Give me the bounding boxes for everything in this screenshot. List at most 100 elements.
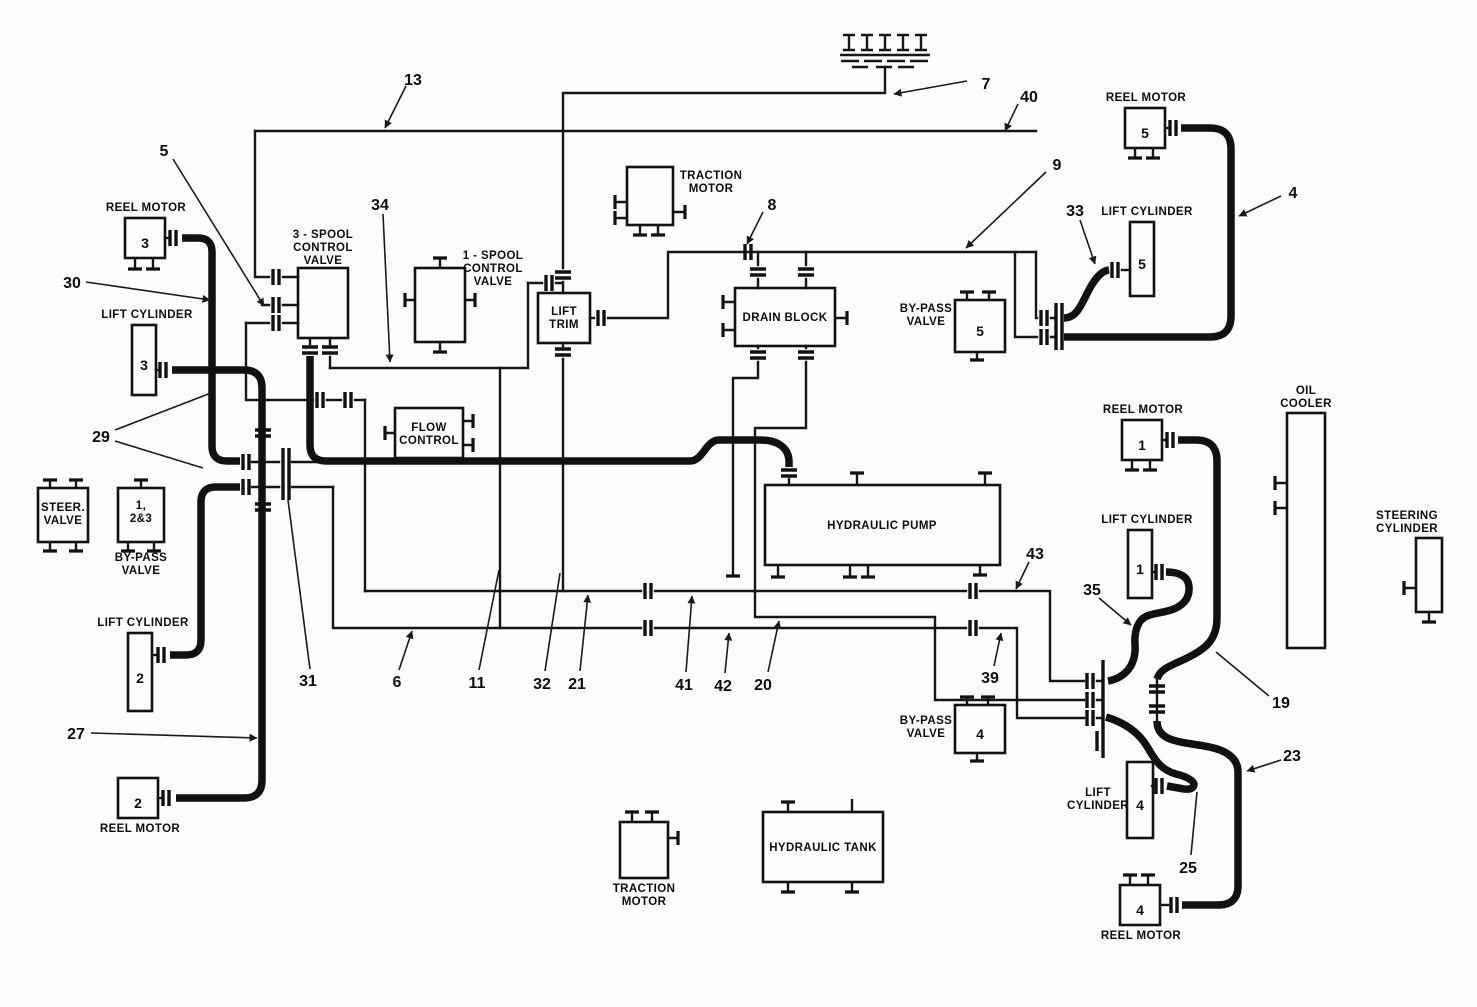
ref-label-41: 41 [675, 595, 696, 694]
hydraulic-tank-inside: HYDRAULIC TANK [769, 842, 877, 854]
ref-label-6: 6 [393, 630, 414, 691]
hose-lift-cylinder-4 [1104, 713, 1198, 793]
lift-cylinder-2-number: 2 [136, 670, 144, 686]
ref-label-7: 7 [893, 76, 991, 97]
ref-label-13: 13 [384, 72, 422, 129]
hydraulic-pump-box [763, 483, 1002, 567]
ground-symbol [840, 33, 930, 69]
spool-1-valve-label: CONTROL [463, 263, 523, 275]
lift-cylinder-4-box [1125, 760, 1155, 840]
reel-motor-1-label: REEL MOTOR [1103, 404, 1184, 416]
ref-leader-7 [893, 80, 968, 97]
ref-number-11: 11 [469, 675, 486, 692]
ref-leader-21 [579, 594, 592, 672]
ref-leader-6 [398, 630, 414, 671]
ref-label-4: 4 [1238, 185, 1298, 217]
steer-valve-box [36, 486, 90, 544]
reel-motor-3-box [123, 216, 167, 260]
component-reel-motor-5: REEL MOTOR 5 [1106, 92, 1187, 150]
ref-leader-13 [384, 85, 407, 129]
hose-reel-motor-3 [182, 234, 240, 465]
ref-leader-8 [746, 211, 764, 245]
lift-cylinder-3-number: 3 [140, 357, 148, 373]
ref-leader-20 [767, 620, 782, 673]
reel-motor-5-number: 5 [1141, 125, 1149, 141]
bypass-valve-4-number: 4 [976, 726, 984, 742]
bypass-valve-5-label: BY-PASS [900, 303, 952, 315]
ref-label-8: 8 [746, 197, 777, 245]
ref-label-29: 29 [92, 392, 212, 469]
ref-leader-29 [114, 440, 204, 469]
hose-lift-cylinder-5 [1063, 266, 1110, 322]
ref-leader-33 [1079, 219, 1097, 265]
reel-motor-2-number: 2 [134, 795, 142, 811]
lift-cylinder-1-label: LIFT CYLINDER [1101, 514, 1193, 526]
ref-label-20: 20 [754, 620, 782, 694]
lift-cylinder-4-number: 4 [1136, 797, 1144, 813]
traction-motor-bottom-label: MOTOR [622, 896, 667, 908]
bypass-valve-4-label: BY-PASS [900, 715, 952, 727]
ref-number-43: 43 [1026, 546, 1044, 563]
lift-cylinder-5-box [1128, 220, 1156, 298]
ref-leader-25 [1190, 791, 1198, 856]
spool-3-valve-label: VALVE [304, 255, 343, 267]
hose-reel-motor-1 [1153, 436, 1221, 681]
hose-reel-motor-4 [1153, 720, 1242, 909]
ref-number-39: 39 [981, 670, 999, 687]
port-stubs [43, 148, 1436, 894]
traction-motor-bottom-box [618, 820, 670, 880]
ref-number-7: 7 [982, 76, 991, 93]
ref-label-39: 39 [981, 632, 1004, 687]
ref-leader-41 [685, 595, 696, 673]
ref-leader-11 [478, 569, 500, 671]
bypass-valve-1-2-3-box [116, 486, 166, 544]
ref-number-33: 33 [1066, 203, 1084, 220]
traction-motor-top-box [625, 165, 675, 227]
component-lift-cylinder-1: LIFT CYLINDER 1 [1101, 514, 1193, 600]
ref-leader-43 [1015, 561, 1030, 590]
bypass-valve-1-2-3-inside: 2&3 [130, 513, 152, 525]
component-drain-block: DRAIN BLOCK [733, 286, 837, 348]
bypass-valve-1-2-3-label: BY-PASS [115, 552, 167, 564]
lift-cylinder-1-number: 1 [1136, 561, 1144, 577]
lift-cylinder-3-box [130, 323, 158, 397]
reel-motor-1-number: 1 [1138, 437, 1146, 453]
lift-cylinder-2-box [126, 631, 154, 713]
ref-number-30: 30 [63, 275, 81, 292]
ref-number-9: 9 [1053, 157, 1062, 174]
oil-cooler-label: OIL [1296, 385, 1316, 397]
spool-1-valve-label: VALVE [474, 276, 513, 288]
ref-number-27: 27 [67, 726, 85, 743]
component-steer-valve: STEER.VALVE [36, 486, 90, 544]
ref-leader-5 [172, 158, 265, 307]
hoses [170, 124, 1242, 909]
lift-cylinder-5-number: 5 [1138, 256, 1146, 272]
ref-label-42: 42 [714, 632, 733, 695]
ref-number-23: 23 [1283, 748, 1301, 765]
reel-motor-5-box [1123, 106, 1167, 150]
ref-label-19: 19 [1215, 651, 1290, 712]
ref-number-40: 40 [1020, 89, 1038, 106]
reel-motor-5-label: REEL MOTOR [1106, 92, 1187, 104]
ref-leader-40 [1004, 103, 1019, 132]
reel-motor-1-box [1120, 418, 1164, 462]
ref-leader-4 [1238, 195, 1282, 217]
ref-number-13: 13 [404, 72, 422, 89]
hose-valve-to-pump [306, 356, 793, 467]
ref-leader-35 [1098, 597, 1132, 626]
ref-label-5: 5 [160, 143, 265, 307]
ref-leader-27 [90, 732, 258, 742]
ref-leader-19 [1215, 651, 1270, 697]
ref-number-32: 32 [533, 676, 551, 693]
